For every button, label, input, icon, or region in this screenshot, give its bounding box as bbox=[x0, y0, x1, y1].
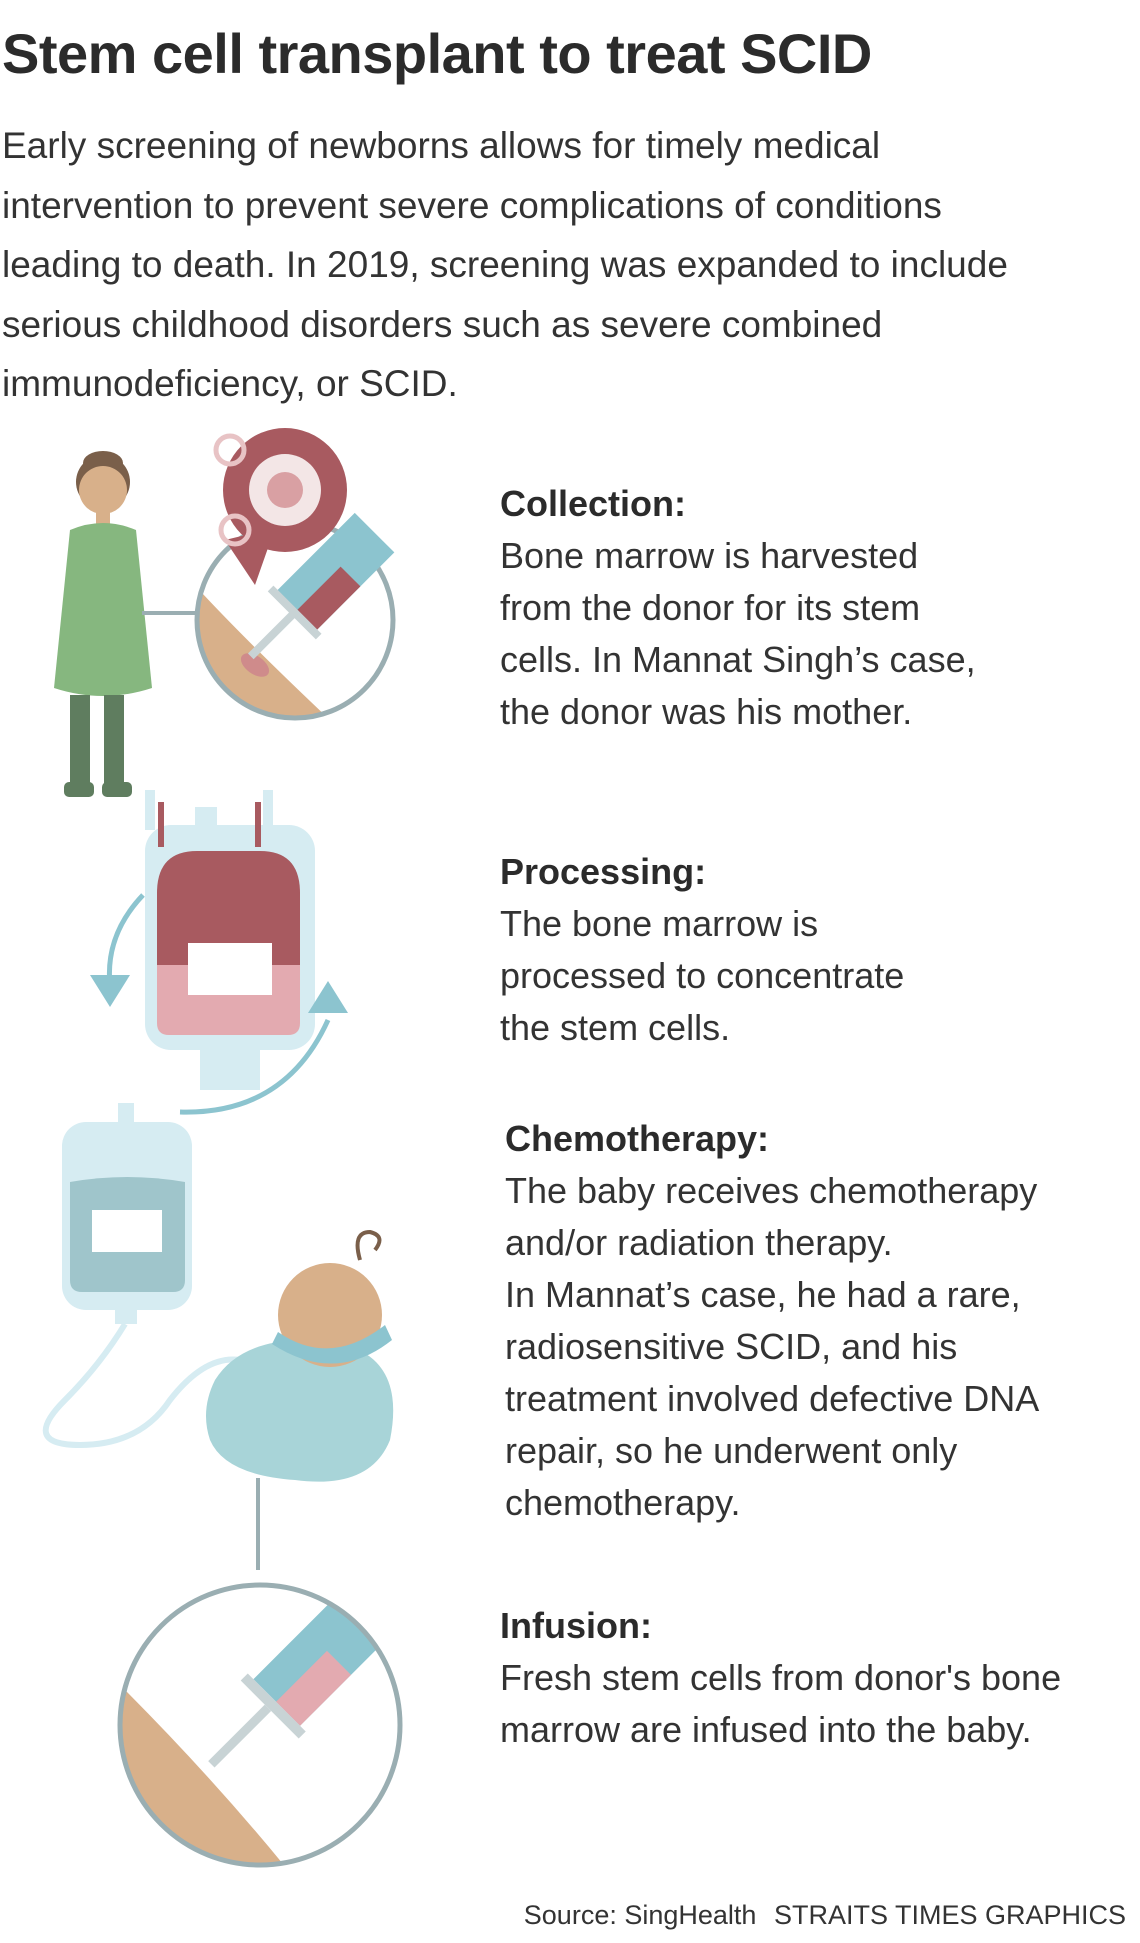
step-text-line: treatment involved defective DNA bbox=[505, 1378, 1040, 1419]
step-text-line: processed to concentrate bbox=[500, 955, 905, 996]
collection-illustration bbox=[54, 428, 396, 797]
intro-line: serious childhood disorders such as seve… bbox=[2, 303, 883, 345]
step-text-line: the donor was his mother. bbox=[500, 691, 913, 732]
step-text-line: Bone marrow is harvested bbox=[500, 535, 919, 576]
blood-bag-icon bbox=[145, 790, 315, 1090]
step-text-line: the stem cells. bbox=[500, 1007, 731, 1048]
step-heading: Processing: bbox=[500, 851, 707, 892]
intro-line: Early screening of newborns allows for t… bbox=[2, 125, 881, 166]
step-heading: Infusion: bbox=[500, 1605, 652, 1646]
step-text-line: Fresh stem cells from donor's bone bbox=[500, 1657, 1062, 1698]
iv-bag-icon bbox=[62, 1103, 192, 1324]
baby-icon bbox=[206, 1229, 394, 1482]
step-text-line: chemotherapy. bbox=[505, 1482, 741, 1523]
footer-credit: Source: SingHealth STRAITS TIMES GRAPHIC… bbox=[514, 1900, 1126, 1931]
source-text: Source: SingHealth bbox=[523, 1900, 757, 1930]
step-text-line: cells. In Mannat Singh’s case, bbox=[500, 639, 976, 680]
step-heading: Chemotherapy: bbox=[505, 1118, 770, 1159]
intro-line: immunodeficiency, or SCID. bbox=[2, 363, 458, 404]
intro-paragraph: Early screening of newborns allows for t… bbox=[2, 116, 1112, 414]
stem-cell-infusion-icon bbox=[117, 1582, 403, 1868]
step-text-line: from the donor for its stem bbox=[500, 587, 921, 628]
bone-marrow-harvest-icon bbox=[194, 428, 396, 721]
step-text-line: and/or radiation therapy. bbox=[505, 1222, 893, 1263]
intro-line: leading to death. In 2019, screening was… bbox=[2, 244, 1008, 285]
step-text-line: marrow are infused into the baby. bbox=[500, 1709, 1032, 1750]
step-chemotherapy: Chemotherapy: The baby receives chemothe… bbox=[505, 1113, 1039, 1529]
page-title: Stem cell transplant to treat SCID bbox=[2, 22, 872, 85]
intro-line: intervention to prevent severe complicat… bbox=[2, 184, 942, 226]
step-text-line: The bone marrow is bbox=[500, 903, 819, 944]
infusion-illustration bbox=[117, 1582, 403, 1868]
mother-icon bbox=[54, 451, 152, 797]
step-text-line: radiosensitive SCID, and his bbox=[505, 1326, 958, 1367]
step-text-line: The baby receives chemotherapy bbox=[505, 1170, 1038, 1211]
step-infusion: Infusion: Fresh stem cells from donor's … bbox=[500, 1600, 1061, 1756]
chemotherapy-illustration bbox=[42, 1103, 394, 1570]
step-collection: Collection: Bone marrow is harvested fro… bbox=[500, 478, 976, 738]
step-text-line: In Mannat’s case, he had a rare, bbox=[505, 1274, 1021, 1315]
credit-text: STRAITS TIMES GRAPHICS bbox=[773, 1900, 1126, 1930]
step-text-line: repair, so he underwent only bbox=[505, 1430, 958, 1471]
cycle-arrows-icon bbox=[90, 893, 348, 1115]
step-processing: Processing: The bone marrow is processed… bbox=[500, 846, 904, 1054]
step-heading: Collection: bbox=[500, 483, 686, 524]
processing-illustration bbox=[90, 790, 348, 1115]
